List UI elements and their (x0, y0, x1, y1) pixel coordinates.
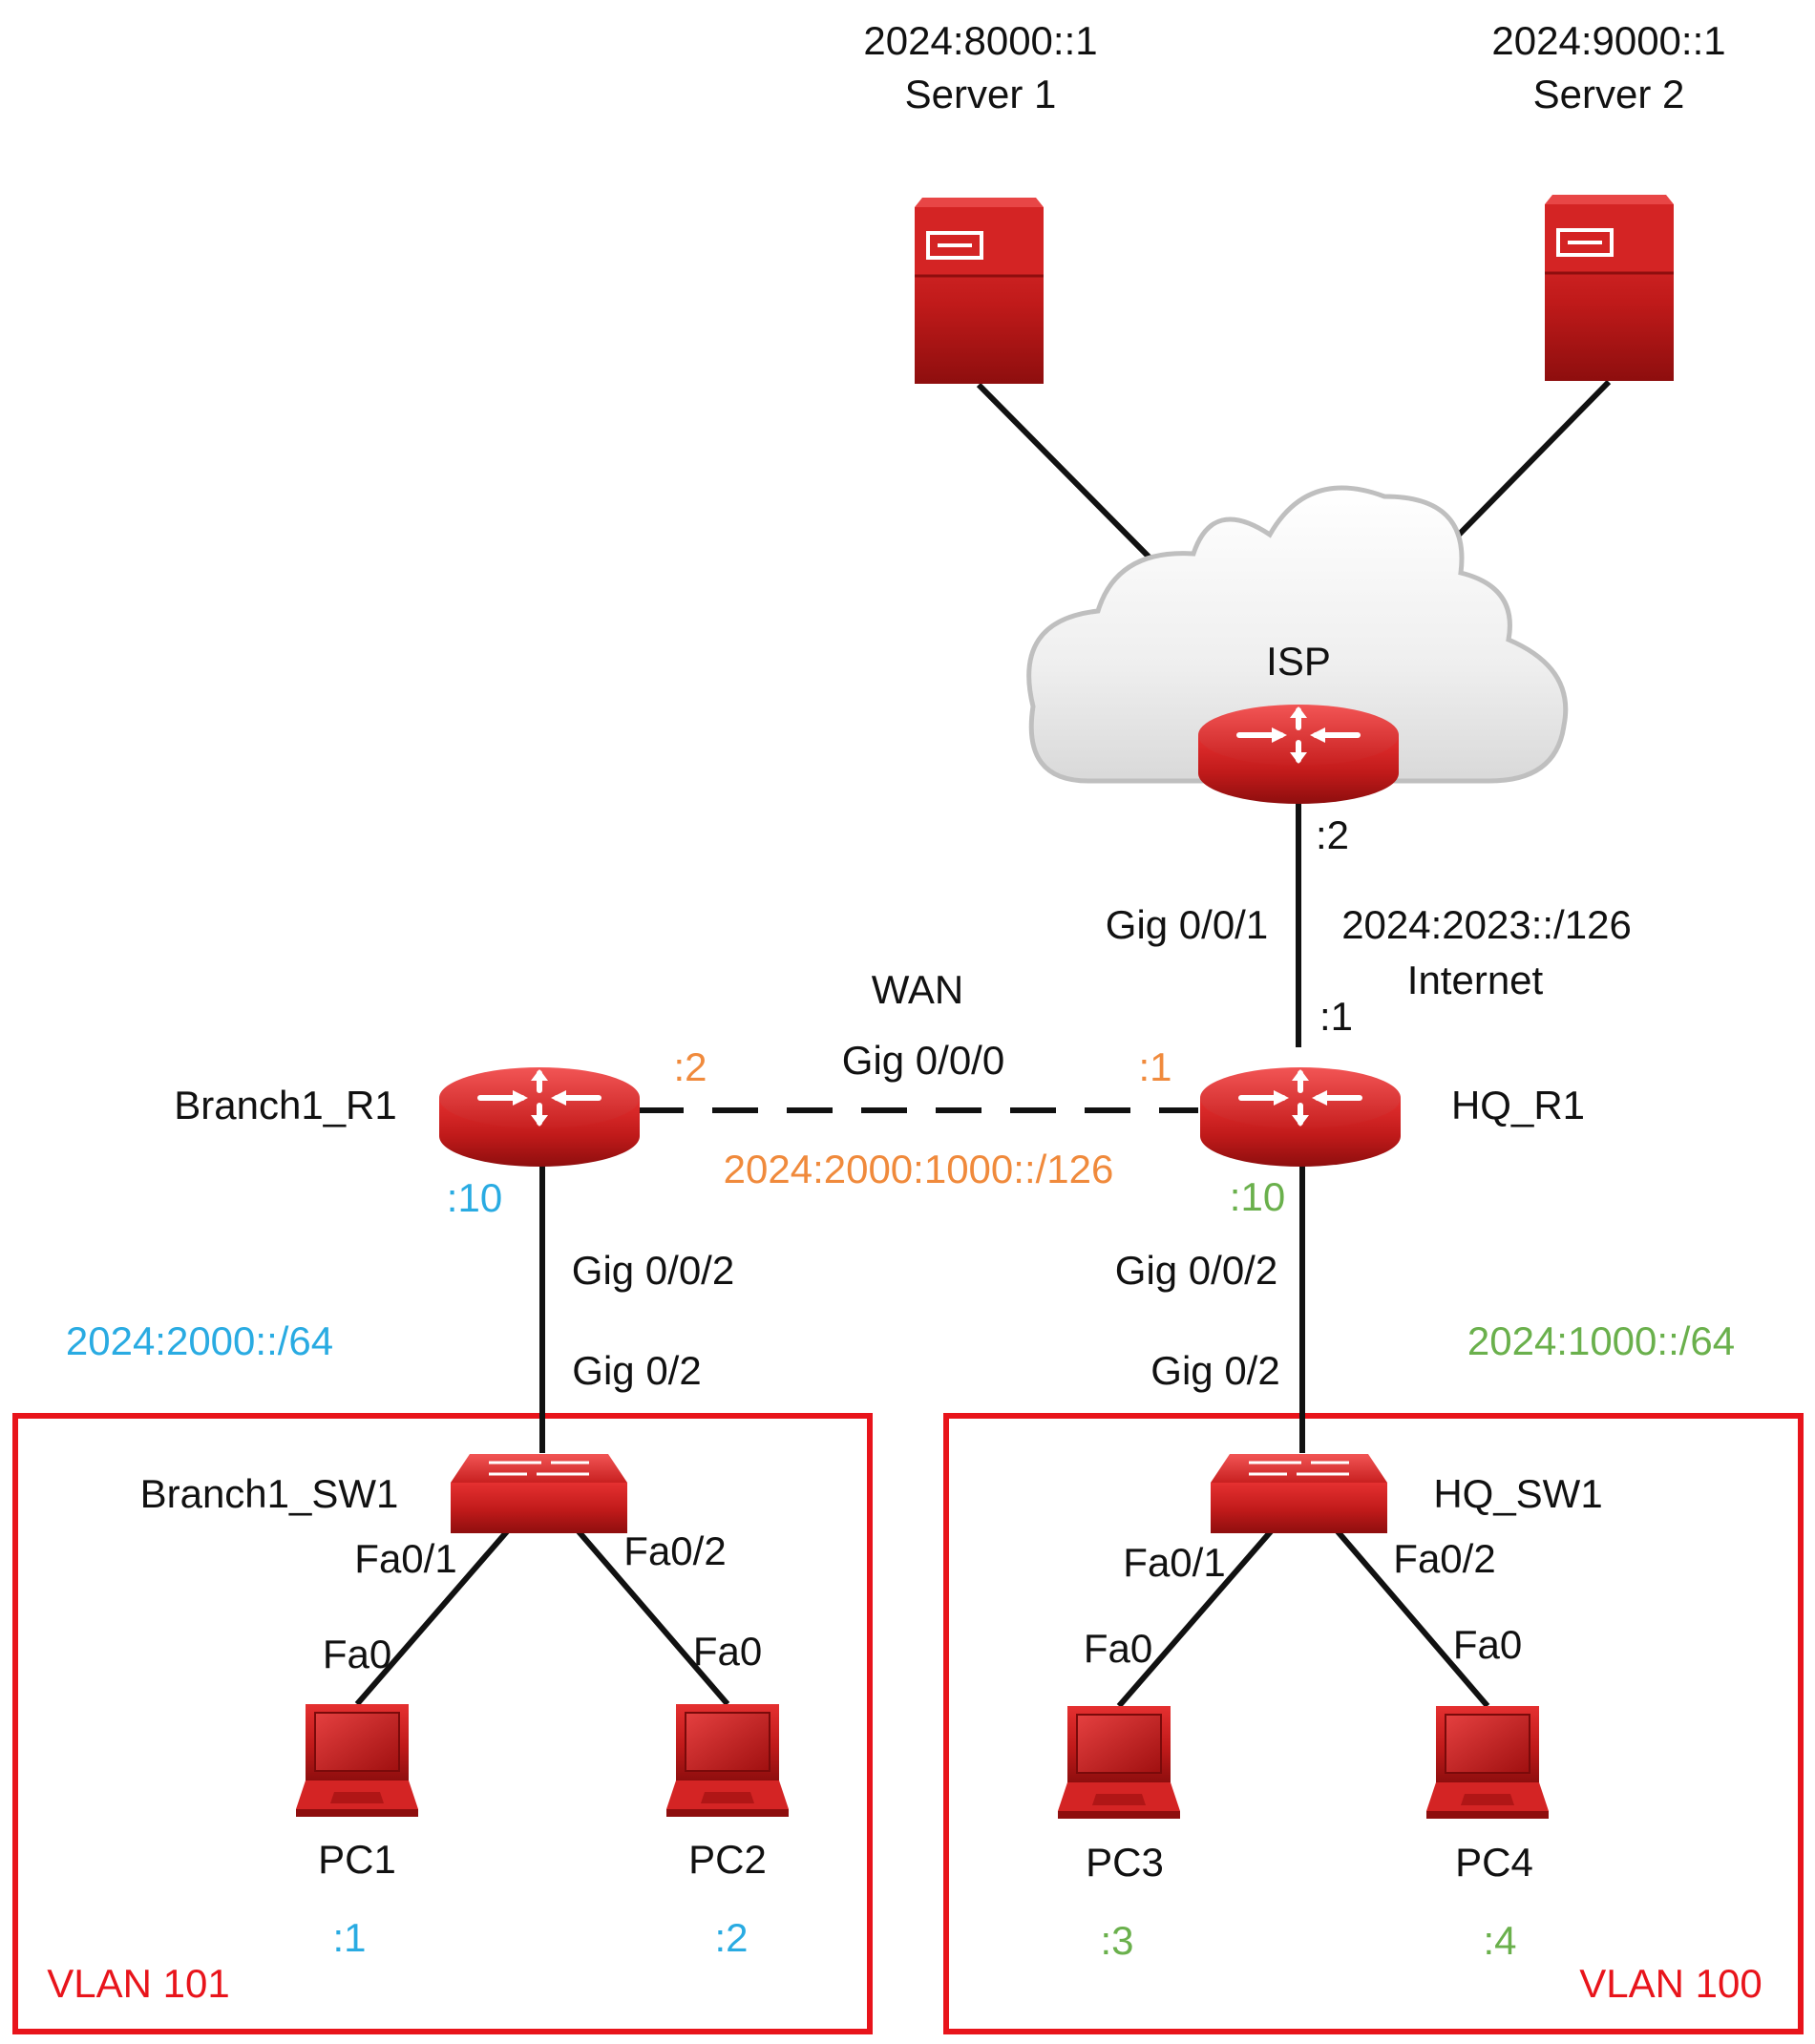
switch-icon (449, 1452, 629, 1535)
hq-switch-interface: Gig 0/2 (1150, 1348, 1280, 1393)
router-icon (1200, 1067, 1401, 1167)
branch-switch-interface: Gig 0/2 (572, 1348, 702, 1393)
link-hq-sw-pc4 (1334, 1528, 1490, 1708)
link-server1-isp (976, 382, 1153, 561)
server1-address: 2024:8000::1 (863, 18, 1098, 63)
pc1-port: Fa0 (322, 1632, 392, 1676)
wan-hq-host: :1 (1138, 1044, 1172, 1089)
pc1-name: PC1 (318, 1837, 396, 1882)
pc4-port: Fa0 (1452, 1622, 1523, 1667)
branch-router-host: :10 (446, 1175, 503, 1220)
hq-router-host: :10 (1229, 1174, 1286, 1219)
branch-vlan-label: VLAN 101 (47, 1961, 230, 2006)
pc4-name: PC4 (1455, 1840, 1533, 1885)
link-hq-sw-pc3 (1116, 1528, 1275, 1708)
branch-port-fa0-1: Fa0/1 (354, 1536, 457, 1581)
vlan-box-branch (12, 1413, 873, 2034)
server-icon (1543, 193, 1676, 383)
link-server2-isp (1456, 379, 1612, 537)
isp-network: 2024:2023::/126 (1341, 902, 1632, 947)
hq-port-fa0-1: Fa0/1 (1123, 1540, 1226, 1585)
branch-port-fa0-2: Fa0/2 (623, 1528, 727, 1573)
isp-hq-interface: Gig 0/0/1 (1105, 902, 1269, 947)
pc2-name: PC2 (688, 1837, 767, 1882)
router-icon (1198, 705, 1399, 804)
laptop-icon (665, 1703, 790, 1818)
laptop-icon (1425, 1705, 1550, 1820)
branch-router-interface: Gig 0/0/2 (571, 1248, 735, 1293)
hq-isp-host: :1 (1319, 994, 1354, 1039)
laptop-icon (1057, 1705, 1181, 1820)
hq-vlan-label: VLAN 100 (1579, 1961, 1762, 2006)
pc3-name: PC3 (1086, 1840, 1164, 1885)
wan-branch-host: :2 (673, 1044, 707, 1089)
branch-network: 2024:2000::/64 (65, 1318, 334, 1363)
hq-port-fa0-2: Fa0/2 (1393, 1536, 1496, 1581)
server1-name: Server 1 (904, 72, 1057, 116)
pc4-host: :4 (1483, 1918, 1517, 1963)
wan-interface: Gig 0/0/0 (841, 1038, 1005, 1083)
pc3-host: :3 (1100, 1918, 1134, 1963)
isp-network-label: Internet (1406, 958, 1544, 1002)
hq-switch-name: HQ_SW1 (1433, 1471, 1603, 1516)
pc2-port: Fa0 (692, 1629, 763, 1674)
isp-label: ISP (1266, 639, 1331, 684)
isp-cloud (1026, 485, 1569, 784)
server2-name: Server 2 (1532, 72, 1685, 116)
hq-router-interface: Gig 0/0/2 (1114, 1248, 1278, 1293)
link-branch-sw-pc2 (575, 1528, 730, 1706)
vlan-box-hq (943, 1413, 1804, 2034)
switch-icon (1209, 1452, 1389, 1535)
branch-switch-name: Branch1_SW1 (139, 1471, 399, 1516)
hq-router-name: HQ_R1 (1450, 1083, 1586, 1127)
server2-address: 2024:9000::1 (1491, 18, 1726, 63)
pc1-host: :1 (332, 1915, 367, 1960)
pc2-host: :2 (714, 1915, 749, 1960)
pc3-port: Fa0 (1083, 1626, 1153, 1671)
server-icon (913, 196, 1045, 386)
link-branch-sw-pc1 (354, 1528, 511, 1706)
wan-title: WAN (871, 967, 964, 1012)
hq-network: 2024:1000::/64 (1467, 1318, 1736, 1363)
branch-router-name: Branch1_R1 (174, 1083, 397, 1127)
wan-network: 2024:2000:1000::/126 (723, 1147, 1114, 1191)
laptop-icon (295, 1703, 419, 1818)
router-icon (439, 1067, 640, 1167)
isp-host: :2 (1316, 812, 1350, 857)
